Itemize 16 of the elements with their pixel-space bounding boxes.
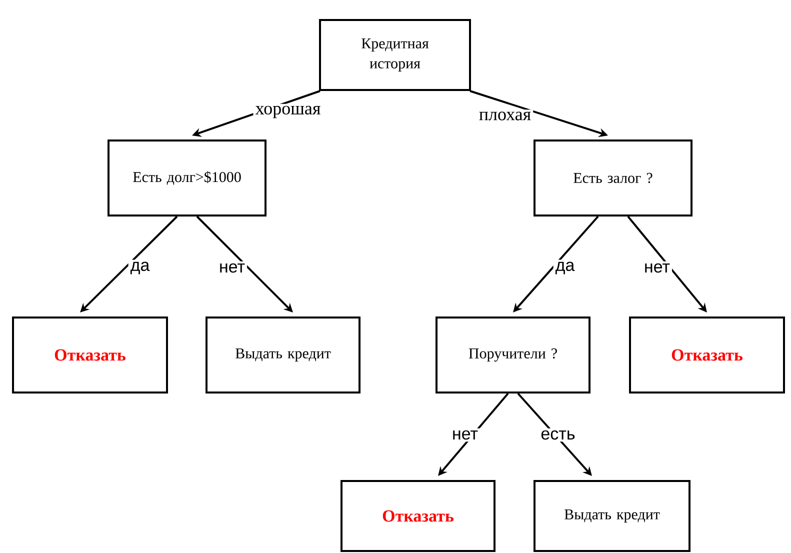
outcome-box: Отказать (340, 480, 496, 552)
edge-label: плохая (476, 110, 534, 122)
arrow (80, 216, 178, 312)
edge-label: хорошая (253, 104, 323, 120)
decision-box: Кредитная история (319, 19, 471, 91)
outcome-box: Выдать кредит (206, 316, 360, 394)
edge-label: есть (538, 428, 578, 442)
decision-box: Поручители ? (436, 316, 590, 394)
edge-label: да (128, 260, 152, 276)
outcome-box: Выдать кредит (534, 480, 690, 552)
outcome-box: Отказать (12, 316, 168, 394)
outcome-box: Отказать (629, 316, 785, 394)
decision-box: Есть долг>$1000 (108, 140, 266, 216)
arrow (196, 216, 293, 312)
edge-label: да (553, 260, 577, 276)
decision-box: Есть залог ? (534, 140, 692, 216)
